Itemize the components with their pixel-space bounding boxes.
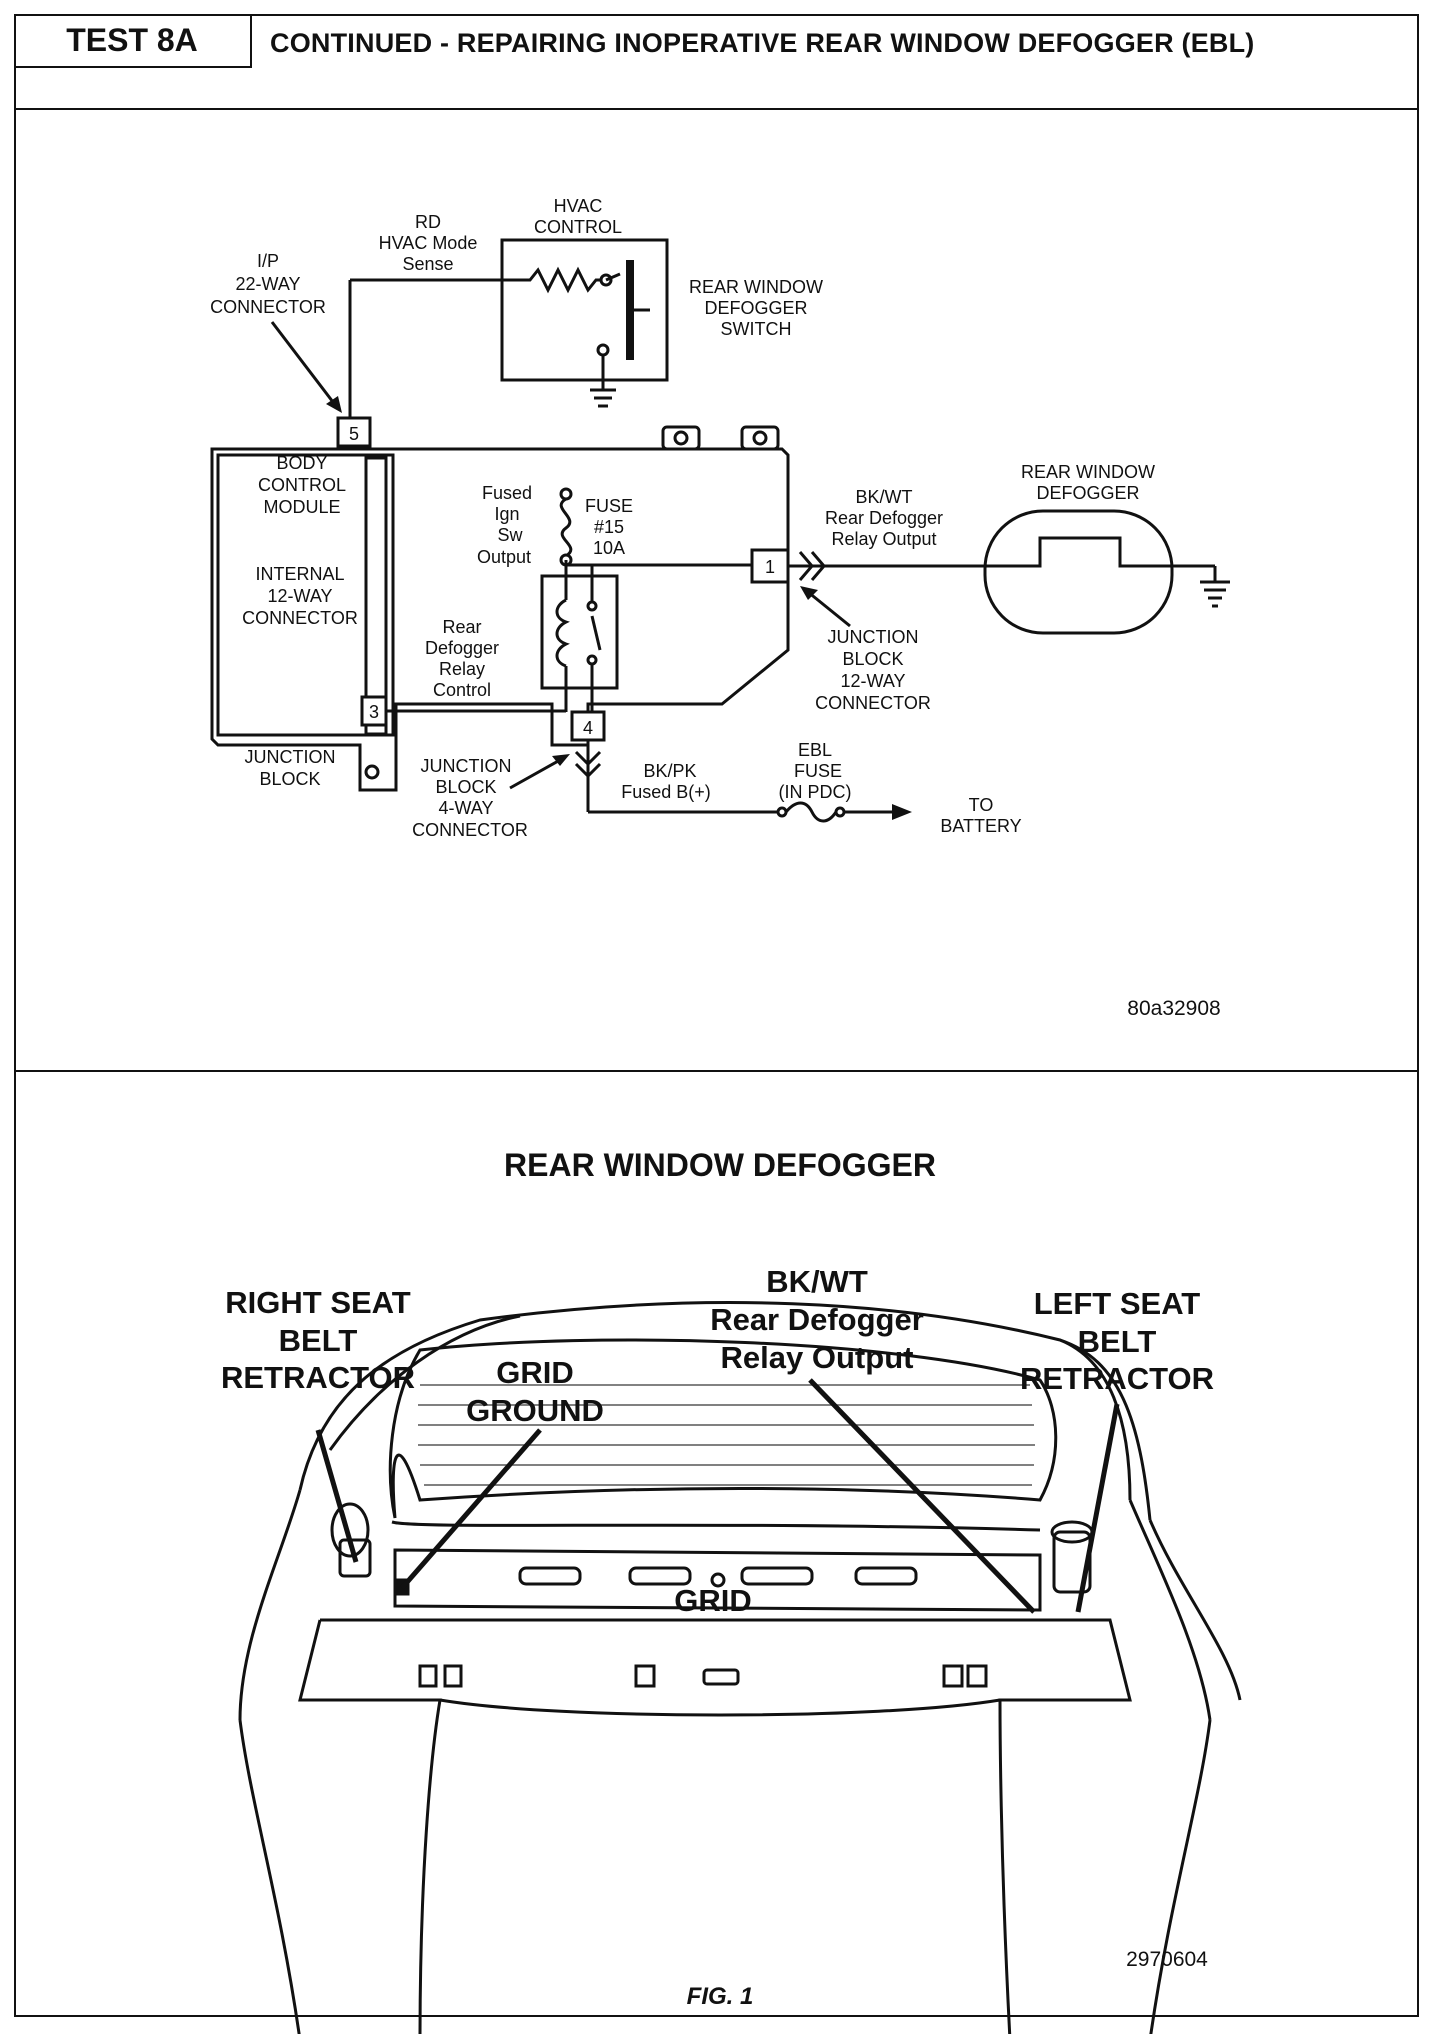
jb12-label-3: 12-WAY bbox=[840, 671, 905, 691]
relay-coil-icon bbox=[555, 598, 570, 668]
page-title: CONTINUED - REPAIRING INOPERATIVE REAR W… bbox=[270, 28, 1255, 58]
switch-ground-icon bbox=[590, 385, 616, 408]
internal-label-3: CONNECTOR bbox=[242, 608, 358, 628]
internal-label-1: INTERNAL bbox=[255, 564, 344, 584]
right-seat-belt-retractor-icon bbox=[330, 1502, 372, 1578]
grid-ground-label-2: GROUND bbox=[466, 1393, 604, 1428]
relay-output-label: Relay Output bbox=[721, 1340, 914, 1375]
fused-ign-label-2: Ign bbox=[494, 504, 519, 524]
header-divider bbox=[14, 108, 1419, 110]
left-seat-belt-label-1: LEFT SEAT bbox=[1034, 1286, 1201, 1321]
ip-label: I/P bbox=[257, 251, 279, 271]
ebl-fuse-label-2: FUSE bbox=[794, 761, 842, 781]
fused-ign-label-4: Output bbox=[477, 547, 531, 567]
hvac-mode-label: HVAC Mode bbox=[379, 233, 478, 253]
jb4-label-2: BLOCK bbox=[435, 777, 496, 797]
jb12-label-4: CONNECTOR bbox=[815, 693, 931, 713]
relay-control-label-3: Relay bbox=[439, 659, 485, 679]
defogger-grid-lines bbox=[418, 1384, 1035, 1486]
bk-wt-label-2: Rear Defogger bbox=[825, 508, 943, 528]
left-seat-belt-label-2: BELT bbox=[1078, 1324, 1157, 1359]
ip-22way-label: 22-WAY bbox=[235, 274, 300, 294]
grid-ground-label-1: GRID bbox=[496, 1355, 574, 1390]
junction-block-label-2: BLOCK bbox=[259, 769, 320, 789]
pin-1-label: 1 bbox=[765, 557, 775, 577]
body-control-module-box bbox=[216, 453, 395, 737]
right-seat-belt-label-1: RIGHT SEAT bbox=[225, 1285, 410, 1320]
ebl-fuse-label-3: (IN PDC) bbox=[779, 782, 852, 802]
figure-caption: FIG. 1 bbox=[686, 1983, 754, 2010]
hvac-control-label-2: CONTROL bbox=[534, 217, 622, 237]
jb12-label-2: BLOCK bbox=[842, 649, 903, 669]
bk-wt-label-3: Relay Output bbox=[831, 529, 936, 549]
right-seat-belt-label-2: BELT bbox=[279, 1323, 358, 1358]
bcm-label-2: CONTROL bbox=[258, 475, 346, 495]
fuse-15-label-2: #15 bbox=[594, 517, 624, 537]
internal-label-2: 12-WAY bbox=[267, 586, 332, 606]
fused-ign-label-3: Sw bbox=[497, 525, 523, 545]
left-seat-belt-label-3: RETRACTOR bbox=[1020, 1361, 1214, 1396]
right-seat-belt-label-3: RETRACTOR bbox=[221, 1360, 415, 1395]
wiring-schematic: HVAC CONTROL RD HVAC Mode Sense I/P 22-W… bbox=[210, 196, 1230, 1020]
internal-12way-connector bbox=[364, 456, 388, 736]
relay-control-label-1: Rear bbox=[442, 617, 481, 637]
junction-block-label-1: JUNCTION bbox=[245, 747, 336, 767]
bcm-label-1: BODY bbox=[276, 453, 327, 473]
hvac-control-box bbox=[500, 238, 669, 382]
left-seat-belt-leader bbox=[1075, 1403, 1120, 1613]
ip-connector-label: CONNECTOR bbox=[210, 297, 326, 317]
jb4-label-1: JUNCTION bbox=[421, 756, 512, 776]
rear-window-defogger-symbol bbox=[983, 509, 1174, 635]
section-divider bbox=[14, 1070, 1419, 1072]
to-battery-arrow-icon bbox=[892, 804, 912, 820]
pin-3-label: 3 bbox=[369, 702, 379, 722]
to-battery-label-1: TO bbox=[969, 795, 994, 815]
pin-3-box bbox=[360, 695, 388, 727]
illustration-title: REAR WINDOW DEFOGGER bbox=[504, 1147, 936, 1183]
hvac-control-label-1: HVAC bbox=[554, 196, 603, 216]
rd-label: RD bbox=[415, 212, 441, 232]
jb4-label-4: CONNECTOR bbox=[412, 820, 528, 840]
test-label: TEST 8A bbox=[14, 14, 252, 68]
rear-window-glass bbox=[388, 1338, 1058, 1519]
defogger-label-1: REAR WINDOW bbox=[1021, 462, 1155, 482]
right-seat-belt-leader bbox=[315, 1429, 359, 1563]
jb12-label-1: JUNCTION bbox=[828, 627, 919, 647]
grid-ground-leader bbox=[400, 1428, 542, 1590]
defogger-ground-icon bbox=[1200, 566, 1230, 608]
bk-wt-label: BK/WT bbox=[766, 1264, 868, 1299]
switch-label-1: REAR WINDOW bbox=[689, 277, 823, 297]
grid-label: GRID bbox=[674, 1583, 752, 1618]
pin-5-label: 5 bbox=[349, 424, 359, 444]
jb4-label-3: 4-WAY bbox=[438, 798, 493, 818]
fuse-15-icon bbox=[559, 497, 573, 558]
fused-ign-label-1: Fused bbox=[482, 483, 532, 503]
bk-pk-label-2: Fused B(+) bbox=[621, 782, 711, 802]
ebl-fuse-label-1: EBL bbox=[798, 740, 832, 760]
page-frame bbox=[14, 14, 1419, 2017]
switch-label-2: DEFOGGER bbox=[704, 298, 807, 318]
mode-sense-resistor bbox=[350, 266, 606, 294]
switch-label-3: SWITCH bbox=[721, 319, 792, 339]
bk-wt-label-1: BK/WT bbox=[856, 487, 913, 507]
fuse-15-label-3: 10A bbox=[593, 538, 625, 558]
ebl-fuse-icon bbox=[784, 801, 838, 823]
pin-5-box bbox=[336, 416, 372, 448]
ip-connector-pointer bbox=[270, 321, 338, 407]
rear-defogger-label: Rear Defogger bbox=[710, 1302, 924, 1337]
fuse-15-label-1: FUSE bbox=[585, 496, 633, 516]
defogger-relay-box bbox=[540, 574, 619, 690]
bcm-label-3: MODULE bbox=[263, 497, 340, 517]
illustration-figure-code: 2970604 bbox=[1126, 1948, 1208, 1971]
bk-pk-label-1: BK/PK bbox=[643, 761, 696, 781]
defogger-label-2: DEFOGGER bbox=[1036, 483, 1139, 503]
pin-4-label: 4 bbox=[583, 718, 593, 738]
schematic-figure-code: 80a32908 bbox=[1127, 997, 1220, 1020]
bk-wt-leader bbox=[808, 1378, 1036, 1614]
sense-label: Sense bbox=[402, 254, 453, 274]
relay-control-label-2: Defogger bbox=[425, 638, 499, 658]
to-battery-label-2: BATTERY bbox=[940, 816, 1021, 836]
relay-control-label-4: Control bbox=[433, 680, 491, 700]
